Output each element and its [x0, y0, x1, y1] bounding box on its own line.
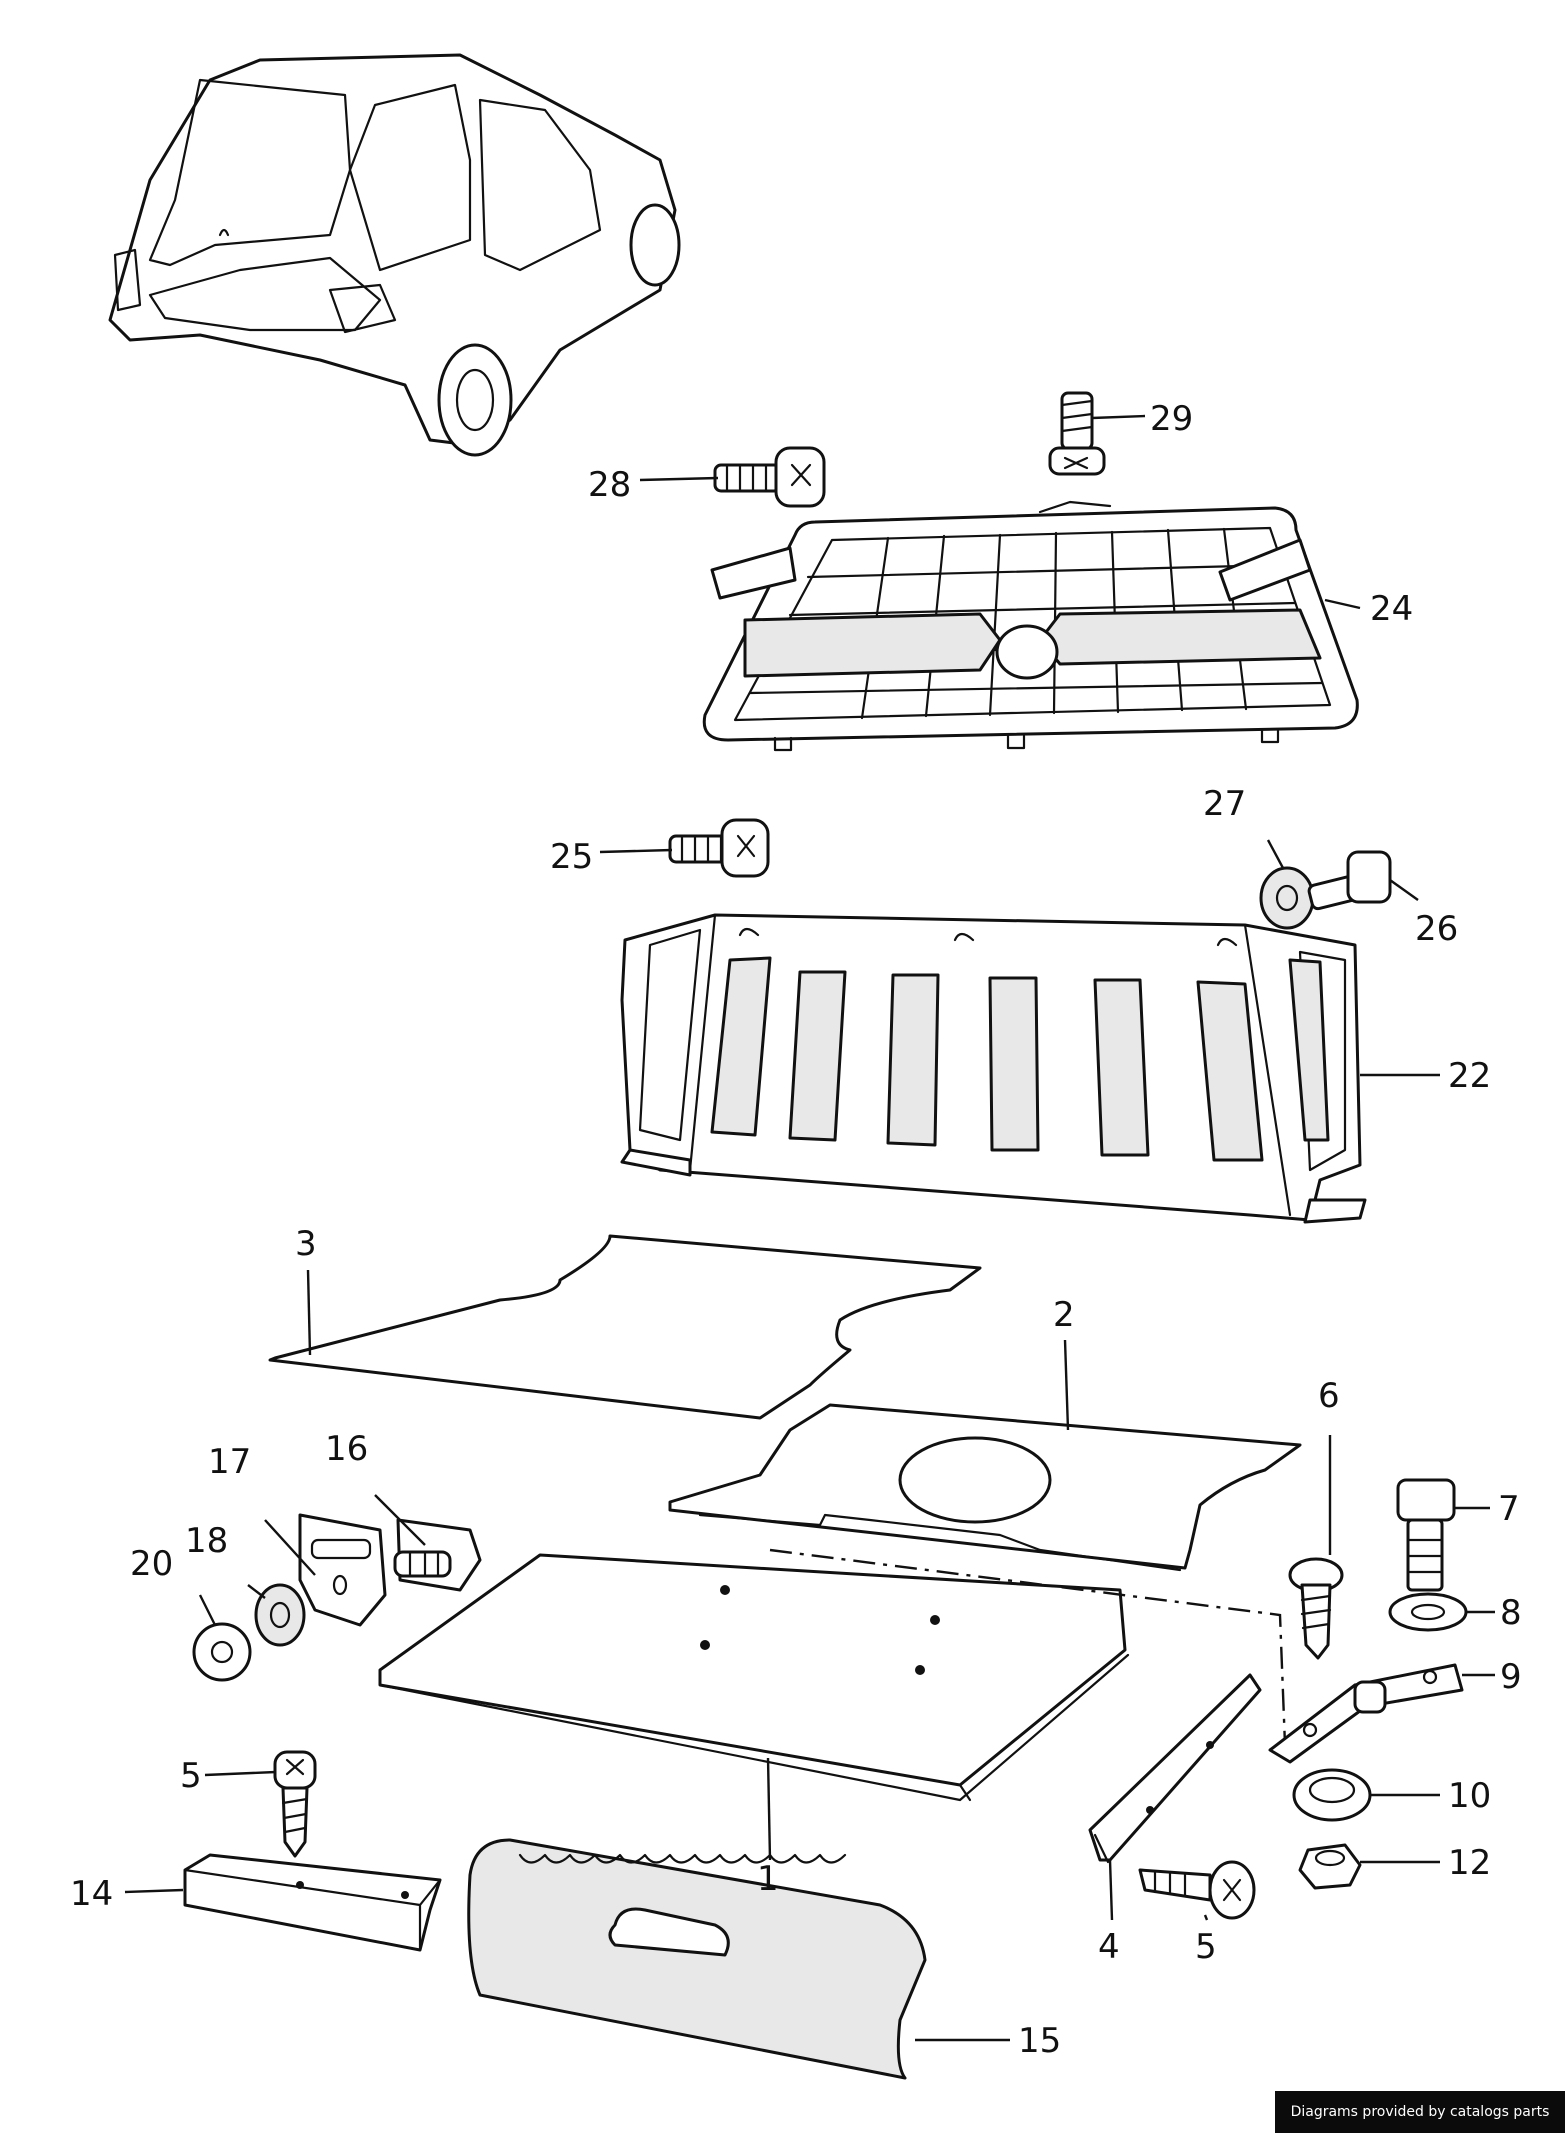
callout-10: 10 — [1448, 1776, 1491, 1816]
callout-5-left: 5 — [180, 1756, 202, 1796]
nut-27 — [1259, 866, 1315, 930]
nut-20 — [192, 1622, 252, 1682]
callout-27: 27 — [1203, 784, 1246, 824]
callout-4: 4 — [1098, 1927, 1120, 1967]
washer-10 — [1292, 1768, 1372, 1822]
callout-25: 25 — [550, 837, 593, 877]
diagram-credit: Diagrams provided by catalogs parts — [1275, 2091, 1565, 2133]
bolt-28 — [713, 446, 826, 508]
screw-6 — [1288, 1557, 1344, 1660]
partition-panel-22 — [620, 913, 1367, 1224]
floor-mat-3 — [268, 1234, 982, 1420]
callout-9: 9 — [1500, 1657, 1522, 1697]
pin-16 — [393, 1518, 482, 1592]
callout-14: 14 — [70, 1874, 113, 1914]
screw-29 — [1048, 391, 1106, 476]
washer-8 — [1388, 1592, 1468, 1632]
hinge-9 — [1268, 1663, 1464, 1764]
bracket-17 — [298, 1513, 387, 1627]
callout-5-right: 5 — [1195, 1927, 1217, 1967]
callout-1: 1 — [757, 1859, 779, 1899]
callout-12: 12 — [1448, 1843, 1491, 1883]
callout-15: 15 — [1018, 2021, 1061, 2061]
washer-18 — [254, 1583, 306, 1647]
callout-24: 24 — [1370, 589, 1413, 629]
alignment-line — [769, 1548, 1287, 1746]
callout-6: 6 — [1318, 1376, 1340, 1416]
callout-28: 28 — [588, 465, 631, 505]
bolt-25 — [668, 818, 770, 878]
callout-18: 18 — [185, 1521, 228, 1561]
leader-lines — [124, 414, 1495, 2042]
callout-8: 8 — [1500, 1593, 1522, 1633]
side-rail-4 — [1088, 1673, 1262, 1864]
floor-panel-1 — [378, 1553, 1130, 1802]
callout-3: 3 — [295, 1224, 317, 1264]
callout-16: 16 — [325, 1429, 368, 1469]
cargo-grille-24 — [702, 500, 1359, 752]
support-block-14 — [183, 1853, 442, 1952]
spare-wheel-cover-2 — [668, 1403, 1302, 1572]
callout-29: 29 — [1150, 399, 1193, 439]
trim-panel-15 — [467, 1838, 927, 2080]
callout-26: 26 — [1415, 909, 1458, 949]
callout-labels: 29 28 24 25 27 26 22 3 2 6 7 8 9 10 12 1… — [70, 399, 1522, 2061]
callout-7: 7 — [1498, 1489, 1520, 1529]
bolt-5-right — [1138, 1860, 1256, 1920]
vehicle-illustration — [108, 53, 681, 457]
callout-22: 22 — [1448, 1056, 1491, 1096]
screw-5-left — [273, 1750, 317, 1858]
callout-2: 2 — [1053, 1295, 1075, 1335]
nut-12 — [1298, 1843, 1362, 1890]
bolt-7 — [1396, 1478, 1456, 1592]
callout-17: 17 — [208, 1442, 251, 1482]
bolt-26 — [1307, 850, 1392, 911]
callout-20: 20 — [130, 1544, 173, 1584]
